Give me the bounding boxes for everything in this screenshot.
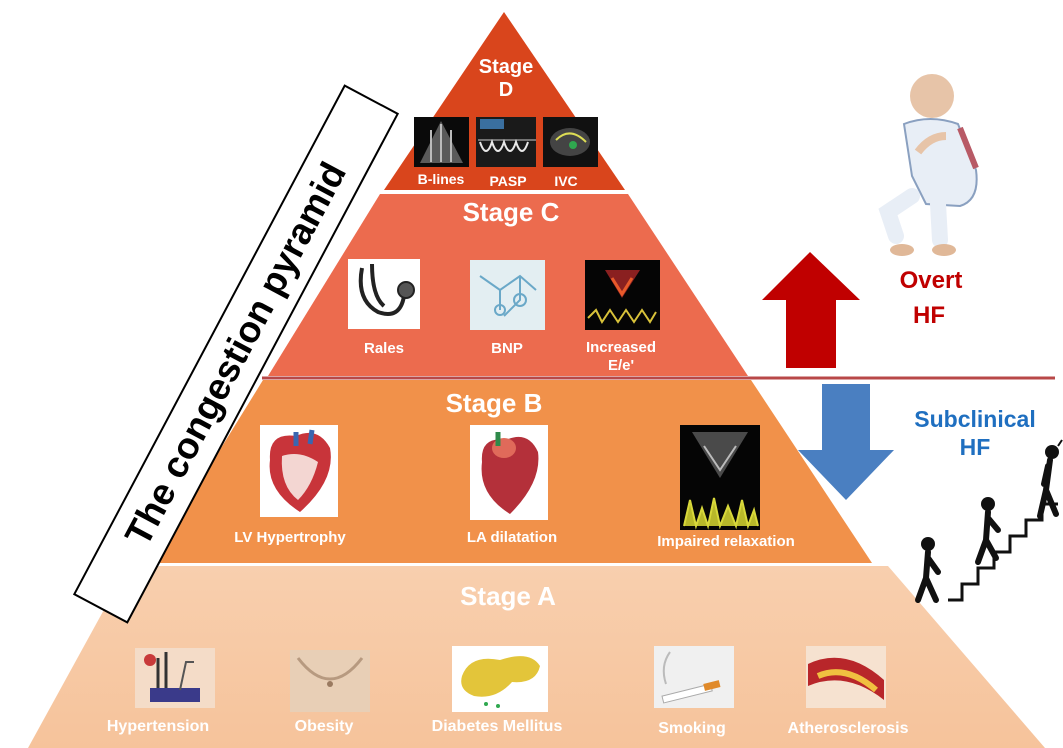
stage-d-item-pasp: PASP [489,173,526,189]
subclinical-hf-line1: Subclinical [914,406,1035,432]
stage-a-item-obesity: Obesity [295,718,354,735]
stethoscope-icon [348,259,420,329]
cigarette-icon [654,646,734,708]
bnp-molecule-icon [470,260,545,330]
subclinical-hf-line2: HF [960,434,991,460]
subclinical-hf-arrow-down [798,384,894,500]
stage-a-item-diabetes: Diabetes Mellitus [432,718,563,735]
heart-la-icon [470,425,548,520]
stage-b-title: Stage B [446,388,543,418]
pancreas-icon [452,646,548,712]
stage-a-item-smoking: Smoking [658,720,726,737]
stage-a-title: Stage A [460,581,556,611]
stage-b-item-la-dilatation: LA dilatation [467,529,557,546]
stage-c-item-increased: Increased [586,339,656,356]
heart-hypertrophy-icon [260,425,338,517]
abdomen-icon [290,650,370,712]
stage-d-title-line1: Stage [479,56,533,78]
overt-hf-line1: Overt [900,267,963,294]
stage-c-item-bnp: BNP [491,340,523,357]
stage-d-title-line2: D [499,79,513,101]
blood-pressure-icon [135,648,215,708]
climbing-people-icon [915,439,1063,603]
doppler-ee-icon [585,260,660,330]
stage-d-item-b-lines: B-lines [418,171,465,187]
echo-relaxation-icon [680,425,760,530]
sitting-patient-icon [878,74,979,256]
ivc-echo-icon [543,117,598,167]
stage-a-item-hypertension: Hypertension [107,718,209,735]
echo-b-lines-icon [414,117,469,167]
stage-d-item-ivc: IVC [554,173,577,189]
stage-a-item-atherosclerosis: Atherosclerosis [788,720,909,737]
stage-c-item-ee: E/e' [608,357,634,374]
stage-c-title: Stage C [463,197,560,227]
overt-hf-line2: HF [913,302,945,329]
doppler-pasp-icon [476,117,536,167]
stage-b-item-lv-hypertrophy: LV Hypertrophy [234,529,346,546]
artery-plaque-icon [806,646,886,708]
overt-hf-arrow-up [762,252,860,368]
stage-c-item-rales: Rales [364,340,404,357]
stage-b-item-impaired-relaxation: Impaired relaxation [657,533,795,550]
